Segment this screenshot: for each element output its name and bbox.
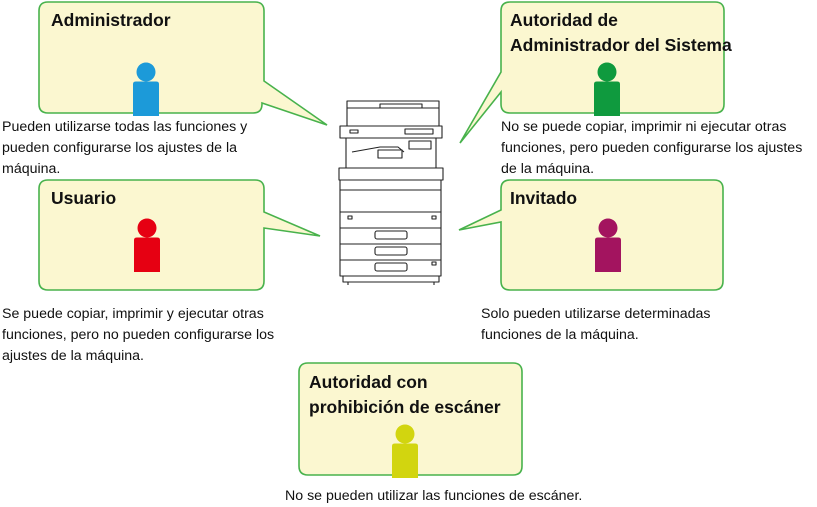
usuario-bubble [38, 179, 321, 291]
role-title-sistema-line2: Administrador del Sistema [510, 35, 732, 55]
role-title-escaner-line2: prohibición de escáner [309, 397, 501, 417]
role-title-escaner-line1: Autoridad con [309, 372, 428, 392]
role-title-usuario: Usuario [51, 188, 117, 208]
role-description-invitado: Solo pueden utilizarse determinadas func… [481, 306, 711, 343]
multifunction-printer-icon [338, 100, 444, 285]
role-title-administrador: Administrador [51, 10, 171, 30]
admin-bubble [38, 1, 328, 126]
person-icon [392, 424, 418, 478]
person-icon [134, 218, 160, 272]
role-description-sistema: No se puede copiar, imprimir ni ejecutar… [501, 119, 803, 177]
role-title-invitado: Invitado [510, 188, 578, 208]
person-icon [595, 218, 621, 272]
person-icon [133, 62, 159, 116]
role-description-administrador: Pueden utilizarse todas las funciones y … [2, 119, 248, 177]
role-description-usuario: Se puede copiar, imprimir y ejecutar otr… [2, 306, 275, 364]
role-description-escaner: No se pueden utilizar las funciones de e… [285, 488, 583, 504]
sistema-bubble [459, 1, 725, 144]
role-title-sistema-line1: Autoridad de [510, 10, 618, 30]
person-icon [594, 62, 620, 116]
escaner-bubble [298, 362, 523, 476]
invitado-bubble [458, 179, 724, 291]
